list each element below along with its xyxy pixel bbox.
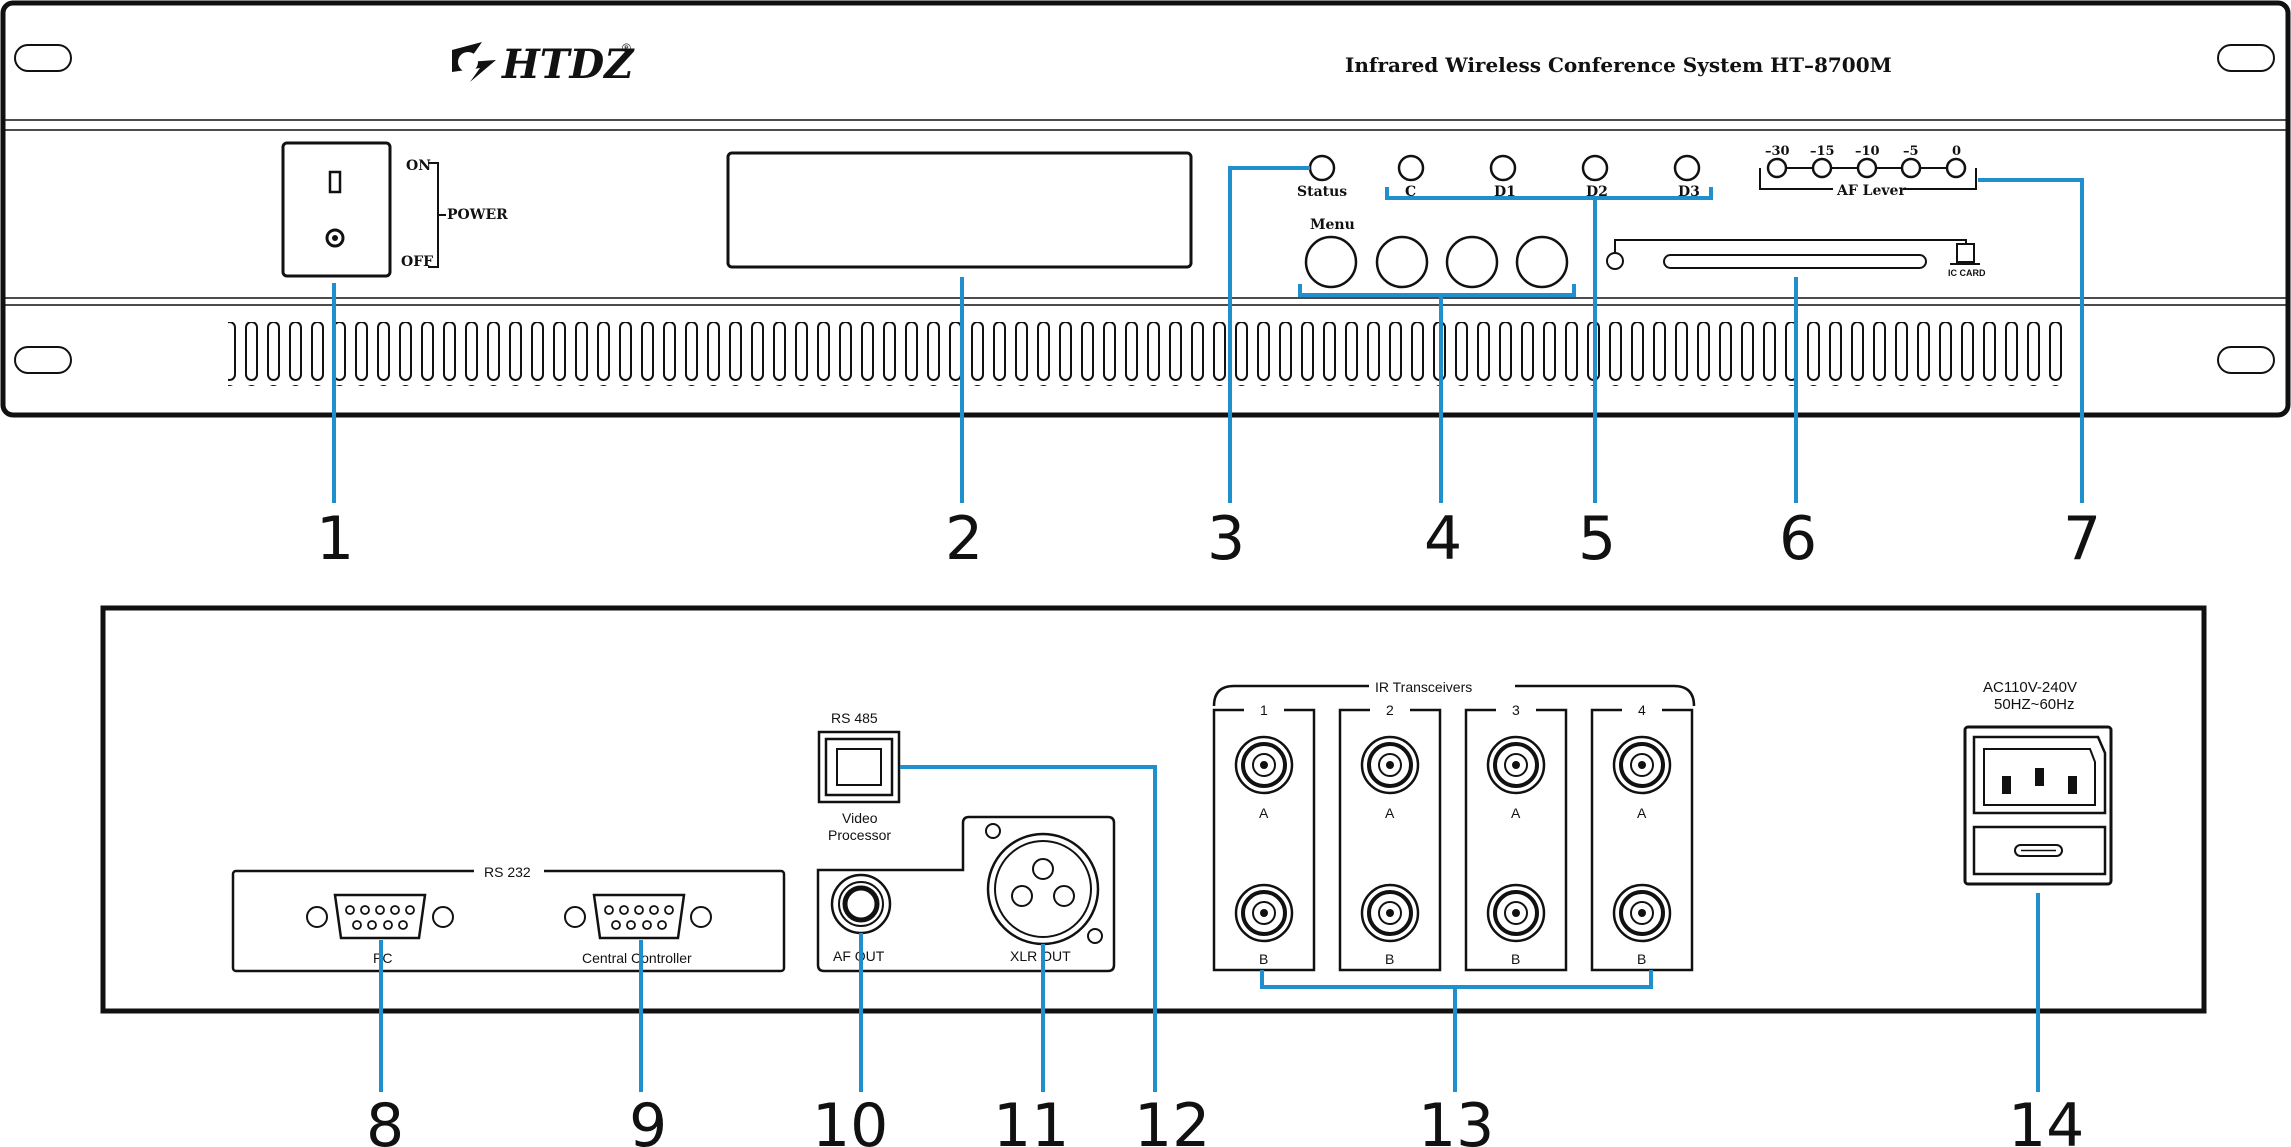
ir-3a-label: A <box>1511 805 1521 821</box>
status-indicator <box>1308 154 1336 182</box>
nav-button-4[interactable] <box>1515 235 1569 289</box>
callout-1: 1 <box>316 504 354 574</box>
ir-4b-bnc[interactable] <box>1612 883 1672 943</box>
brand-logo: HTDZ ® <box>452 41 635 88</box>
ir-3b-label: B <box>1511 951 1520 967</box>
af-level-m10: –10 <box>1855 144 1880 159</box>
callout-2: 2 <box>945 504 983 574</box>
menu-label: Menu <box>1310 217 1355 233</box>
callout-6: 6 <box>1779 504 1817 574</box>
ir-transceivers: IR Transceivers 1 A B 2 A B 3 A B 4 <box>1212 676 1696 972</box>
callout-11: 11 <box>993 1091 1069 1147</box>
power-spec-voltage: AC110V-240V <box>1983 679 2077 696</box>
nav-button-2[interactable] <box>1375 235 1429 289</box>
ir-channel-4-label: 4 <box>1638 702 1646 718</box>
ir-3a-bnc[interactable] <box>1486 735 1546 795</box>
ir-2b-label: B <box>1385 951 1394 967</box>
registered-mark: ® <box>622 41 631 55</box>
af-level-0: 0 <box>1952 144 1961 159</box>
power-on-label: ON <box>406 158 431 174</box>
video-processor-label-1: Video <box>842 810 878 826</box>
ir-channel-3-label: 3 <box>1512 702 1520 718</box>
rs232-block: RS 232 PC Central Controller <box>231 860 786 973</box>
status-label: Status <box>1297 184 1347 200</box>
power-spec-frequency: 50HZ~60Hz <box>1994 696 2074 713</box>
callout-9: 9 <box>629 1091 667 1147</box>
ir-2a-label: A <box>1385 805 1395 821</box>
nav-button-3[interactable] <box>1445 235 1499 289</box>
callout-4: 4 <box>1424 504 1462 574</box>
af-out-jack[interactable] <box>830 873 892 935</box>
ic-card-slot[interactable]: IC CARD <box>1606 239 1986 278</box>
rs485-port[interactable] <box>817 730 901 804</box>
xlr-out-label: XLR OUT <box>1010 948 1071 964</box>
ic-card-label: IC CARD <box>1948 268 1986 278</box>
ir-1b-label: B <box>1259 951 1268 967</box>
pc-db9-port[interactable] <box>306 893 454 940</box>
callout-14: 14 <box>2008 1091 2084 1147</box>
rack-slot-bottom-left <box>14 346 72 374</box>
ir-1a-label: A <box>1259 805 1269 821</box>
af-level-m5: –5 <box>1903 144 1919 159</box>
callout-13: 13 <box>1418 1091 1494 1147</box>
video-processor-label-2: Processor <box>828 827 891 843</box>
rack-slot-top-left <box>14 44 72 72</box>
ir-transceivers-label: IR Transceivers <box>1375 679 1472 695</box>
rs232-label: RS 232 <box>484 864 531 880</box>
callout-leaders <box>332 166 2084 1092</box>
af-level-m15: –15 <box>1810 144 1835 159</box>
front-panel: HTDZ ® Infrared Wireless Conference Syst… <box>0 0 2291 418</box>
ir-2a-bnc[interactable] <box>1360 735 1420 795</box>
power-off-label: OFF <box>401 254 433 270</box>
ir-1a-bnc[interactable] <box>1234 735 1294 795</box>
callout-3: 3 <box>1207 504 1245 574</box>
central-controller-db9-port[interactable] <box>564 893 712 940</box>
af-out-label: AF OUT <box>833 948 885 964</box>
callout-7: 7 <box>2063 504 2101 574</box>
xlr-out-connector[interactable] <box>985 823 1103 946</box>
ir-channel-2-label: 2 <box>1386 702 1394 718</box>
af-level-meter: –30 –15 –10 –5 0 AF Lever <box>1759 144 1977 199</box>
ir-channel-1-label: 1 <box>1260 702 1268 718</box>
channel-c-label: C <box>1405 184 1416 200</box>
menu-button[interactable] <box>1304 235 1358 289</box>
ir-3b-bnc[interactable] <box>1486 883 1546 943</box>
callout-12: 12 <box>1134 1091 1210 1147</box>
power-switch[interactable] <box>281 141 392 278</box>
lcd-display <box>726 151 1193 269</box>
rs485-label: RS 485 <box>831 710 878 726</box>
ac-power-inlet[interactable] <box>1963 725 2113 886</box>
rack-slot-top-right <box>2217 44 2275 72</box>
power-label: POWER <box>447 207 508 223</box>
ir-4a-bnc[interactable] <box>1612 735 1672 795</box>
ir-4a-label: A <box>1637 805 1647 821</box>
central-controller-label: Central Controller <box>582 950 692 966</box>
ventilation-grille <box>228 322 2064 386</box>
callout-8: 8 <box>366 1091 404 1147</box>
af-level-m30: –30 <box>1765 144 1790 159</box>
rack-slot-bottom-right <box>2217 346 2275 374</box>
ir-2b-bnc[interactable] <box>1360 883 1420 943</box>
ir-4b-label: B <box>1637 951 1646 967</box>
callout-10: 10 <box>812 1091 888 1147</box>
brand-name: HTDZ <box>501 41 635 88</box>
callout-5: 5 <box>1578 504 1616 574</box>
af-level-label: AF Lever <box>1836 183 1906 199</box>
ir-1b-bnc[interactable] <box>1234 883 1294 943</box>
product-title: Infrared Wireless Conference System HT–8… <box>1345 53 1892 77</box>
callout-numbers: 1 2 3 4 5 6 7 8 9 10 11 12 13 14 <box>316 504 2101 1147</box>
